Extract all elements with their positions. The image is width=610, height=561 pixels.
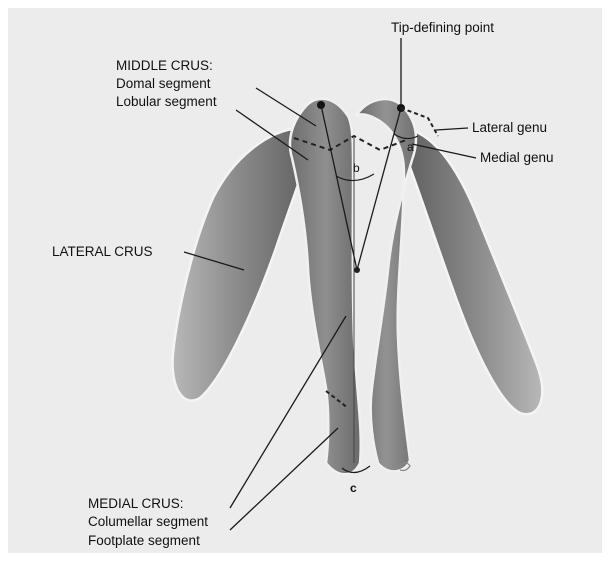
label-lateral-genu: Lateral genu	[472, 120, 547, 135]
lateral-crus-right	[403, 128, 542, 414]
label-medial-crus: MEDIAL CRUS:	[88, 496, 184, 511]
label-columellar-segment: Columellar segment	[88, 514, 208, 529]
nasal-cartilage-figure: a b c Tip-defining point MIDDLE CRUS: Do…	[8, 8, 602, 553]
label-domal-segment: Domal segment	[116, 76, 211, 91]
label-lateral-crus: LATERAL CRUS	[52, 244, 153, 259]
label-medial-genu: Medial genu	[480, 150, 554, 165]
leader-footplate	[230, 428, 338, 530]
label-tip-defining-point: Tip-defining point	[391, 20, 494, 35]
angle-label-c: c	[350, 481, 357, 495]
leader-lateral-genu	[436, 128, 468, 130]
label-middle-crus: MIDDLE CRUS:	[116, 58, 213, 73]
anatomy-diagram: a b c Tip-defining point MIDDLE CRUS: Do…	[8, 8, 602, 553]
lateral-crus-left	[173, 128, 313, 401]
label-lobular-segment: Lobular segment	[116, 94, 217, 109]
angle-label-a: a	[407, 140, 414, 154]
middle-crus-right	[356, 99, 416, 471]
angle-label-b: b	[353, 161, 360, 175]
label-footplate-segment: Footplate segment	[88, 533, 200, 548]
